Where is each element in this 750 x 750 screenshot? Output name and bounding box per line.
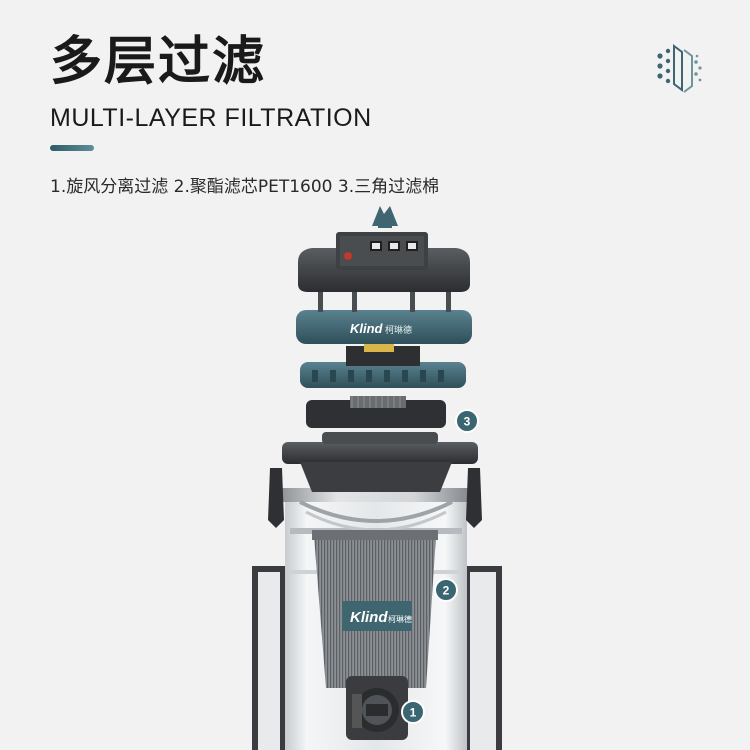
page-subtitle: MULTI-LAYER FILTRATION	[50, 104, 372, 132]
motor-housing-lower	[300, 342, 466, 388]
cyclone-inlet	[346, 676, 408, 740]
svg-text:2: 2	[443, 584, 450, 598]
svg-text:3: 3	[464, 415, 471, 429]
svg-text:柯琳德: 柯琳德	[385, 324, 412, 336]
pet-filter-cartridge: Klind 柯琳德	[312, 530, 438, 688]
accent-divider	[50, 145, 94, 151]
page-title: 多层过滤	[50, 32, 267, 92]
filter-layers-icon	[657, 44, 702, 93]
svg-text:柯琳德: 柯琳德	[388, 614, 412, 624]
triangle-filter-cotton	[306, 396, 446, 428]
motor-housing-upper: Klind 柯琳德	[296, 310, 472, 344]
tank-latches	[268, 468, 482, 528]
filter-housing-lid	[282, 432, 478, 492]
filtration-description: 1.旋风分离过滤 2.聚酯滤芯PET1600 3.三角过滤棉	[50, 177, 440, 197]
marker-2: 2	[434, 578, 458, 602]
filter-brand-logo: Klind	[350, 609, 388, 626]
marker-3: 3	[455, 409, 479, 433]
marker-1: 1	[401, 700, 425, 724]
svg-text:1: 1	[410, 706, 417, 720]
housing-brand-logo: Klind	[350, 321, 384, 336]
control-head	[298, 206, 470, 292]
side-frame	[252, 566, 502, 750]
support-posts	[318, 288, 451, 312]
vacuum-cleaner-exploded-view: Klind 柯琳德	[252, 206, 502, 750]
